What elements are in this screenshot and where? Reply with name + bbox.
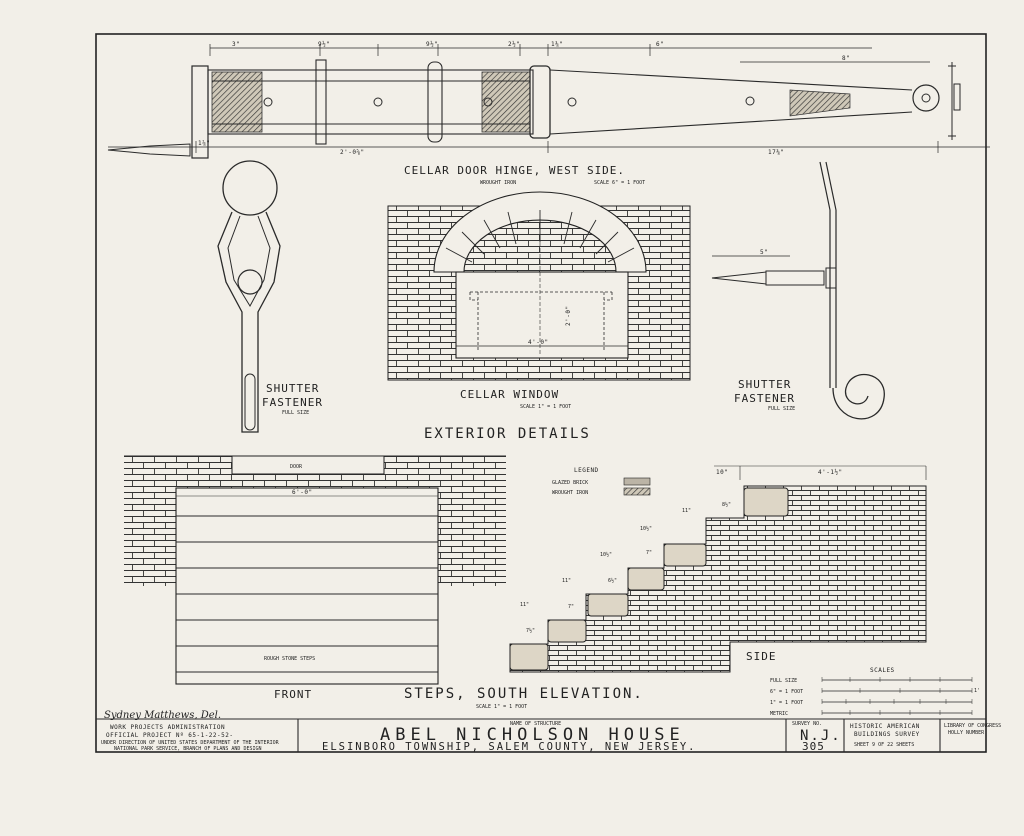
- side-tread-3: 10½": [600, 551, 612, 558]
- shutter-fastener-left-drawing: SHUTTER FASTENER FULL SIZE: [217, 160, 323, 433]
- hinge-dim-top-1: 3": [232, 41, 240, 48]
- graphic-scales: SCALES FULL SIZE 6" = 1 FOOT 1" = 1 FOOT…: [770, 667, 980, 717]
- legend-item-glazed-brick: GLAZED BRICK: [552, 480, 588, 486]
- steps-width: 6'-0": [292, 489, 313, 496]
- sheet-info: SHEET 9 OF 22 SHEETS: [854, 742, 914, 748]
- cellar-window-drawing: 4'-0" 2'-0" CELLAR WINDOW SCALE 1" = 1 F…: [387, 191, 691, 410]
- scale-row-6in: 6" = 1 FOOT: [770, 689, 803, 695]
- shutter-right-title2: FASTENER: [734, 392, 795, 405]
- front-label: FRONT: [274, 688, 312, 701]
- window-dim-width: 4'-0": [528, 339, 549, 346]
- survey-state: N.J.: [800, 728, 842, 744]
- legend-item-wrought-iron: WROUGHT IRON: [552, 490, 588, 496]
- door-label: DOOR: [290, 464, 303, 470]
- section-title: EXTERIOR DETAILS: [424, 426, 591, 442]
- side-rise-5: 7½": [526, 627, 535, 634]
- side-dim-top-b: 4'-1½": [818, 469, 843, 476]
- survey-org-2: BUILDINGS SURVEY: [854, 731, 920, 738]
- side-rise-2: 7": [646, 550, 652, 556]
- hinge-dim-small-left: 1⅞": [198, 140, 210, 147]
- shutter-right-title: SHUTTER: [738, 378, 791, 391]
- scale-row-metric: METRIC: [770, 711, 788, 717]
- delineator: Sydney Matthews, Del.: [104, 710, 221, 721]
- steps-side-drawing: 10" 4'-1½" 8½" 7" 6½" 7" 7½" 11" 10½" 10…: [509, 465, 927, 673]
- window-title: CELLAR WINDOW: [460, 388, 559, 401]
- shutter-left-title2: FASTENER: [262, 396, 323, 409]
- legend-title: LEGEND: [574, 467, 599, 474]
- library-2: HOLLY NUMBER: [948, 730, 985, 736]
- hinge-dim-overall-left: 2'-0⅝": [340, 149, 365, 156]
- hinge-dim-overall-right: 17⅜": [768, 149, 784, 156]
- title-block: Sydney Matthews, Del. WORK PROJECTS ADMI…: [96, 710, 1001, 753]
- survey-caption: SURVEY NO.: [792, 721, 822, 727]
- hinge-dim-right: 8": [842, 55, 850, 62]
- hinge-dim-top-2: 9½": [318, 41, 330, 48]
- hinge-scale: SCALE 6" = 1 FOOT: [594, 180, 645, 186]
- survey-number: 305: [802, 740, 825, 753]
- side-rise-1: 8½": [722, 501, 731, 508]
- shutter-right-dim: 5": [760, 249, 768, 256]
- agency-line-3: UNDER DIRECTION OF UNITED STATES DEPARTM…: [101, 740, 280, 746]
- shutter-left-title: SHUTTER: [266, 382, 319, 395]
- survey-org-1: HISTORIC AMERICAN: [850, 723, 920, 730]
- location: ELSINBORO TOWNSHIP, SALEM COUNTY, NEW JE…: [322, 741, 696, 753]
- window-dim-height: 2'-0": [565, 305, 572, 326]
- cellar-door-hinge-drawing: 3" 9½" 9½" 2½" 1⅜" 6" 8" 1⅞" 2'-: [107, 41, 990, 186]
- hinge-title: CELLAR DOOR HINGE, WEST SIDE.: [404, 164, 625, 177]
- steps-stone-label: ROUGH STONE STEPS: [264, 656, 315, 662]
- hinge-dim-top-4: 2½": [508, 41, 520, 48]
- structure-name: ABEL NICHOLSON HOUSE: [380, 725, 685, 745]
- sheet-border: [95, 33, 987, 753]
- side-label: SIDE: [746, 650, 777, 663]
- agency-line-1: WORK PROJECTS ADMINISTRATION: [110, 724, 225, 731]
- steps-front-drawing: DOOR 6'-0" ROUGH STONE STEPS FRONT: [124, 455, 506, 701]
- hinge-dim-top-6: 6": [656, 41, 664, 48]
- scale-end-mark: 1': [974, 688, 980, 694]
- side-tread-1: 11": [682, 508, 691, 514]
- side-dim-top-a: 10": [716, 469, 728, 476]
- agency-line-2: OFFICIAL PROJECT Nº 65-1-22-52-: [106, 732, 233, 739]
- name-caption: NAME OF STRUCTURE: [510, 721, 561, 727]
- shutter-right-scale: FULL SIZE: [768, 406, 795, 412]
- side-rise-4: 7": [568, 604, 574, 610]
- steps-scale: SCALE 1" = 1 FOOT: [476, 704, 527, 710]
- legend-swatch-wrought-iron: [623, 487, 651, 496]
- scale-row-1in: 1" = 1 FOOT: [770, 700, 803, 706]
- side-tread-2: 10½": [640, 525, 652, 532]
- agency-line-4: NATIONAL PARK SERVICE, BRANCH OF PLANS A…: [114, 746, 262, 752]
- library-1: LIBRARY OF CONGRESS: [944, 723, 1001, 729]
- steps-title: STEPS, SOUTH ELEVATION.: [404, 686, 644, 702]
- scale-row-full-size: FULL SIZE: [770, 678, 797, 684]
- side-rise-3: 6½": [608, 577, 617, 584]
- legend-swatch-glazed-brick: [623, 477, 651, 486]
- scales-title: SCALES: [870, 667, 895, 674]
- legend: LEGEND GLAZED BRICK WROUGHT IRON: [552, 467, 651, 496]
- hinge-dim-top-5: 1⅜": [551, 41, 563, 48]
- side-tread-5: 11": [520, 602, 529, 608]
- hinge-dim-top-3: 9½": [426, 41, 438, 48]
- hinge-material: WROUGHT IRON: [480, 180, 516, 186]
- shutter-fastener-right-drawing: 5" SHUTTER FASTENER FULL SIZE: [711, 161, 885, 420]
- shutter-left-scale: FULL SIZE: [282, 410, 309, 416]
- window-scale: SCALE 1" = 1 FOOT: [520, 404, 571, 410]
- side-tread-4: 11": [562, 578, 571, 584]
